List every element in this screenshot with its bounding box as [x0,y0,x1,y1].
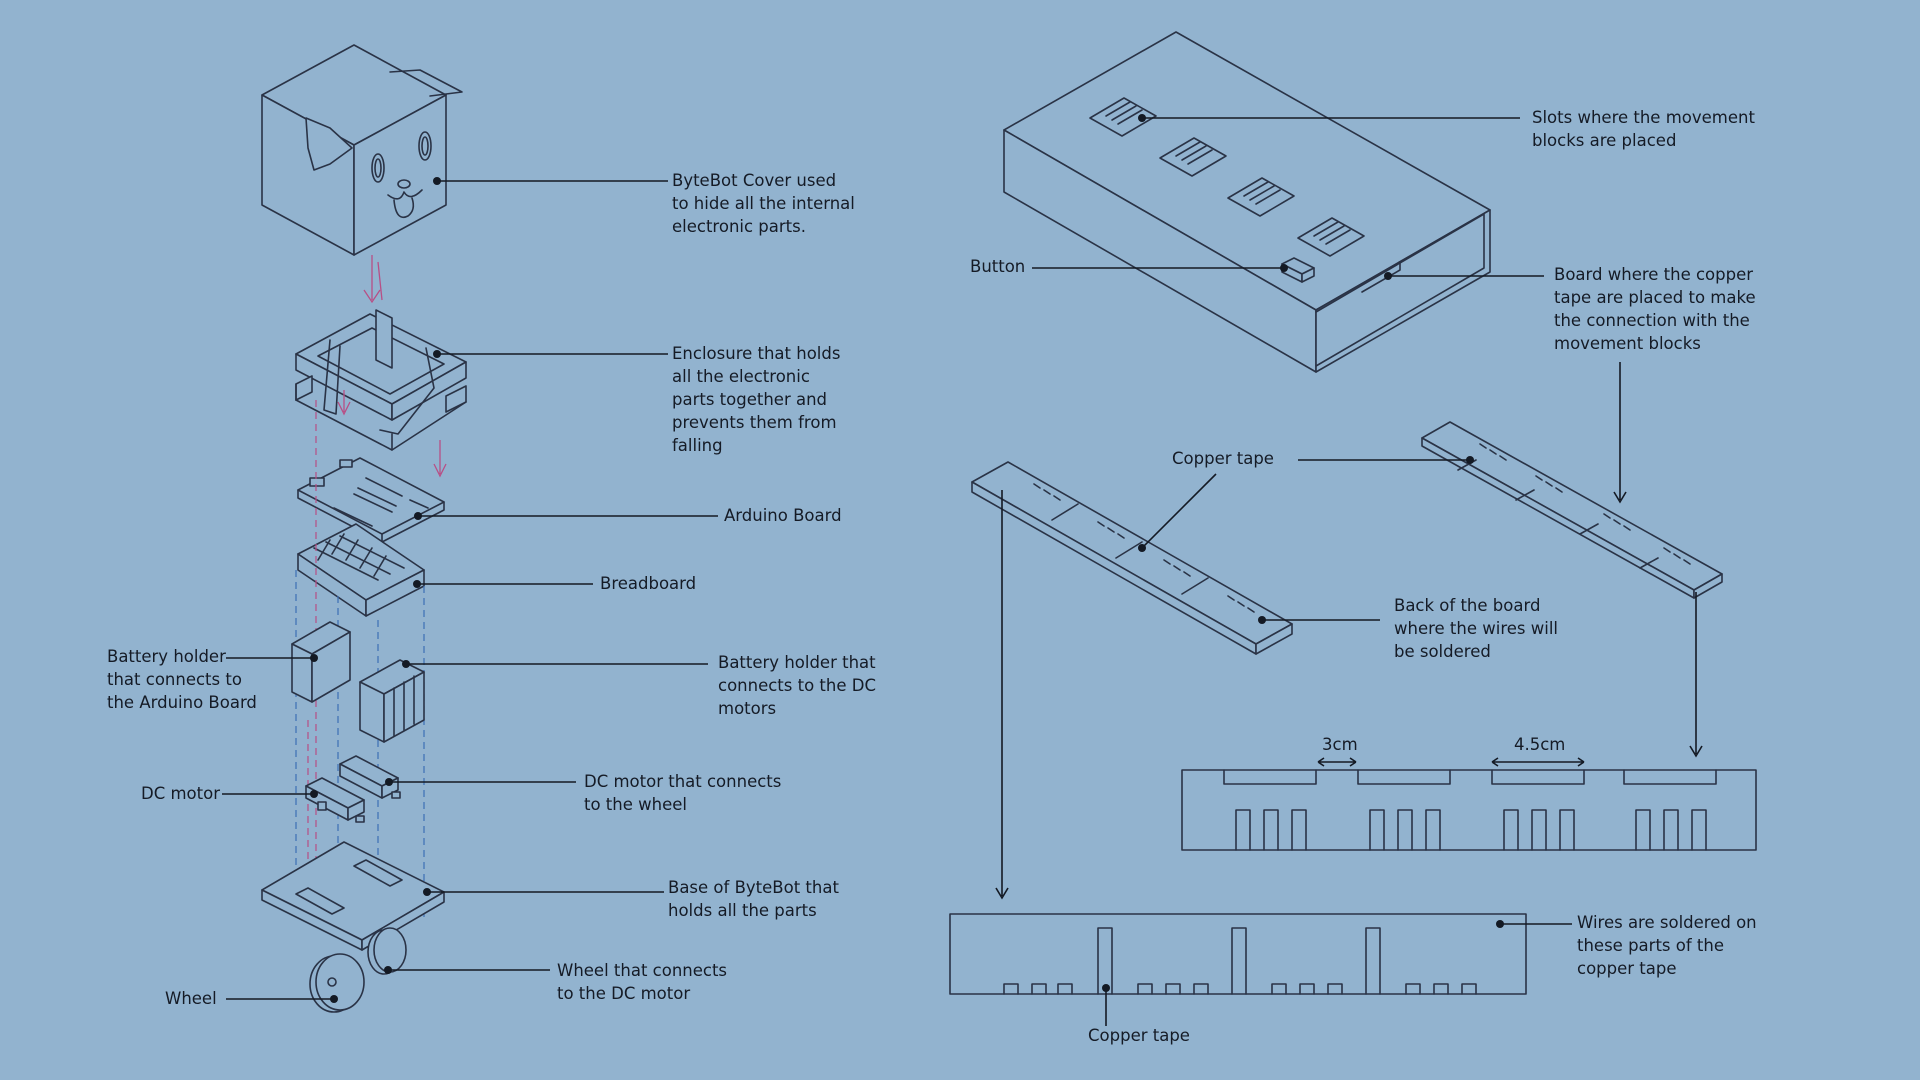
label-copper-tape-top: Copper tape [1172,449,1274,468]
arduino-board-drawing [297,457,445,543]
label-cover: ByteBot Cover used to hide all the inter… [672,171,855,236]
breadboard-drawing [297,523,425,617]
label-dc-motor: DC motor [141,784,220,803]
label-base: Base of ByteBot that holds all the parts [668,878,839,920]
label-dc-motor-wheel: DC motor that connects to the wheel [584,772,782,814]
label-enclosure: Enclosure that holds all the electronic … [672,344,841,455]
label-back-of-board: Back of the board where the wires will b… [1394,596,1558,661]
label-battery-holder-dc: Battery holder that connects to the DC m… [718,653,876,718]
label-copper-tape-bottom: Copper tape [1088,1026,1190,1045]
label-arduino-board: Arduino Board [724,506,842,525]
control-box-drawing [1003,31,1491,373]
base-drawing [261,841,445,951]
wheels-drawing [309,927,407,1013]
label-dim-4-5cm: 4.5cm [1514,735,1566,754]
battery-holder-dc-drawing [359,659,425,743]
label-board-copper: Board where the copper tape are placed t… [1554,265,1756,353]
battery-holder-arduino-drawing [291,621,351,703]
enclosure-drawing [295,309,467,451]
copper-board-front-drawing [1421,421,1723,599]
cover-cube-drawing [261,44,463,256]
copper-board-back-view [949,913,1527,995]
label-wheel: Wheel [165,989,217,1008]
label-slots: Slots where the movement blocks are plac… [1532,108,1755,150]
copper-board-top-view [1181,757,1757,851]
label-button: Button [970,257,1026,276]
label-wheel-dc: Wheel that connects to the DC motor [557,961,728,1003]
label-dim-3cm: 3cm [1322,735,1358,754]
label-battery-holder-arduino: Battery holder that connects to the Ardu… [107,647,257,712]
label-breadboard: Breadboard [600,574,697,593]
copper-board-back-drawing [971,461,1293,655]
dc-motors-drawing [305,755,401,823]
label-wires-soldered: Wires are soldered on these parts of the… [1577,913,1757,978]
